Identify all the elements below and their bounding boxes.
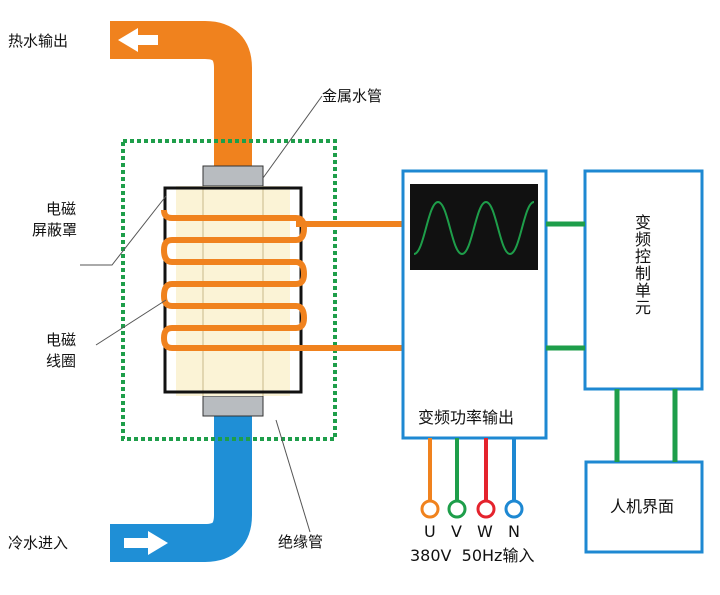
cold-water-pipe [110, 412, 252, 562]
label-insulation-pipe: 绝缘管 [278, 533, 324, 551]
hot-water-pipe [110, 21, 252, 168]
label-shield-1: 电磁 [46, 200, 77, 218]
terminal-n [504, 499, 524, 519]
terminal-v-label: V [451, 522, 462, 541]
label-hmi: 人机界面 [610, 497, 675, 516]
terminal-u-label: U [424, 522, 436, 541]
label-coil-2: 线圈 [46, 352, 77, 370]
arrow-right-icon [124, 531, 168, 555]
label-shield-2: 屏蔽罩 [32, 221, 78, 239]
label-coil-1: 电磁 [46, 331, 77, 349]
label-input-rating: 380V 50Hz输入 [410, 546, 535, 565]
terminal-n-label: N [508, 522, 520, 541]
terminal-w [476, 499, 496, 519]
hmi-box [584, 460, 704, 554]
label-control-unit: 变频控制单元 [632, 214, 651, 316]
sine-wave-icon [413, 200, 535, 256]
label-metal-pipe: 金属水管 [322, 87, 383, 105]
control-unit-box [583, 169, 704, 391]
electromagnetic-shield [121, 139, 337, 441]
terminal-v [447, 499, 467, 519]
arrow-left-icon [118, 28, 158, 52]
label-hot-water-out: 热水输出 [8, 32, 69, 50]
label-cold-water-in: 冷水进入 [8, 534, 69, 552]
terminal-u [420, 499, 440, 519]
metal-pipe-bottom [202, 395, 264, 417]
metal-pipe-top [202, 165, 264, 187]
label-power-output: 变频功率输出 [418, 408, 515, 427]
terminal-w-label: W [477, 522, 493, 541]
